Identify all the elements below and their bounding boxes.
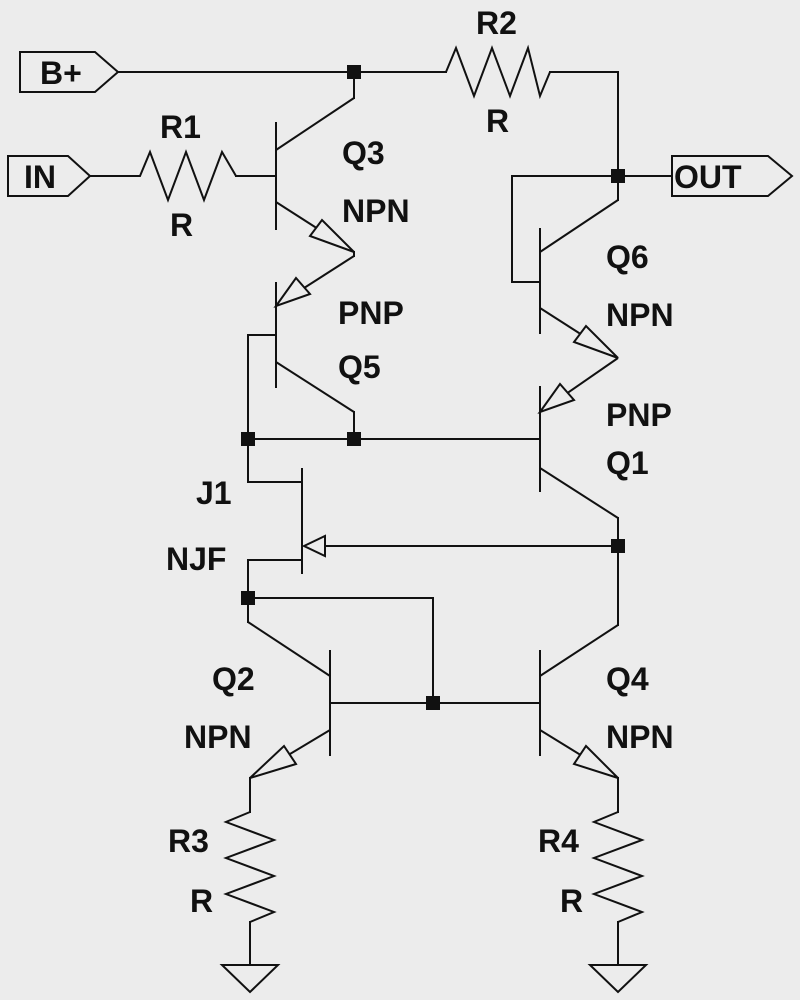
junction-mirror-base [426, 696, 440, 710]
transistor-q2: Q2 NPN [184, 621, 331, 779]
q1-type: PNP [606, 397, 672, 433]
port-in: IN [7, 155, 92, 197]
port-out-label: OUT [674, 159, 742, 195]
resistor-r3: R3 R [168, 811, 277, 923]
q6-type: NPN [606, 297, 674, 333]
transistor-q1: PNP Q1 [537, 357, 672, 519]
q1-ref: Q1 [606, 445, 649, 481]
jfet-j1: J1 NJF [166, 468, 326, 577]
q2-ref: Q2 [212, 661, 255, 697]
port-bplus: B+ [19, 51, 120, 93]
transistor-q5: PNP Q5 [273, 255, 404, 413]
transistor-q4: Q4 NPN [539, 624, 674, 779]
junction-bplus [347, 65, 361, 79]
q4-ref: Q4 [606, 661, 649, 697]
r2-value: R [486, 103, 509, 139]
resistor-r2: R2 R [445, 5, 551, 139]
junction-gate [611, 539, 625, 553]
resistor-r4: R4 R [538, 811, 645, 923]
q3-type: NPN [342, 193, 410, 229]
j1-type: NJF [166, 541, 226, 577]
q3-ref: Q3 [342, 135, 385, 171]
q5-type: PNP [338, 295, 404, 331]
q6-ref: Q6 [606, 239, 649, 275]
transistor-q6: Q6 NPN [539, 199, 674, 359]
port-out: OUT [671, 155, 794, 197]
ground-left [219, 964, 281, 994]
q2-type: NPN [184, 719, 252, 755]
r4-ref: R4 [538, 823, 579, 859]
junction-q2-collector [241, 591, 255, 605]
j1-ref: J1 [196, 475, 232, 511]
transistor-q3: Q3 NPN [275, 97, 410, 253]
ground-right [587, 964, 649, 994]
q5-ref: Q5 [338, 349, 381, 385]
r1-value: R [170, 207, 193, 243]
junction-bias-left [241, 432, 255, 446]
q4-type: NPN [606, 719, 674, 755]
port-bplus-label: B+ [40, 55, 82, 91]
r1-ref: R1 [160, 109, 201, 145]
junction-dots [241, 65, 625, 710]
resistor-r1: R1 R [130, 109, 237, 243]
r2-ref: R2 [476, 5, 517, 41]
junction-out [611, 169, 625, 183]
junction-bias-mid [347, 432, 361, 446]
r4-value: R [560, 883, 583, 919]
r3-value: R [190, 883, 213, 919]
r3-ref: R3 [168, 823, 209, 859]
port-in-label: IN [24, 159, 56, 195]
